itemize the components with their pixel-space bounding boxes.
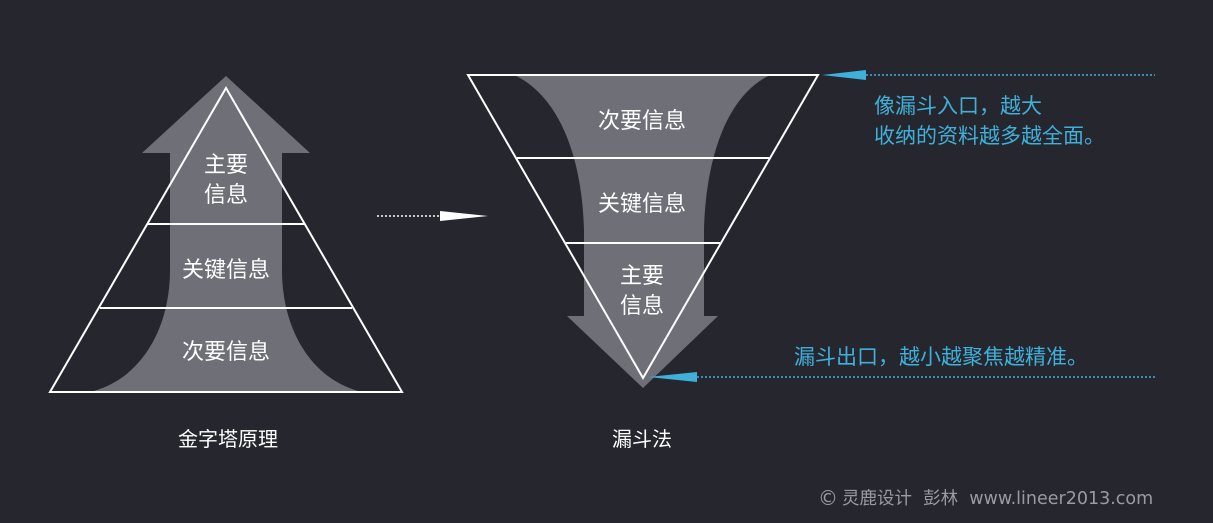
pyramid-caption: 金字塔原理: [178, 427, 278, 451]
exit-note: 漏斗出口，越小越聚焦越精准。: [794, 345, 1088, 369]
entrance-note-line1: 像漏斗入口，越大: [874, 94, 1042, 118]
pyramid-level-secondary: 次要信息: [182, 340, 270, 365]
exit-pointer-icon: [648, 372, 697, 382]
copyright-text: 灵鹿设计 彭林 www.lineer2013.com: [842, 489, 1153, 509]
copyright-footer: © 灵鹿设计 彭林 www.lineer2013.com: [818, 486, 1153, 510]
entrance-note-line2: 收纳的资料越多越全面。: [874, 124, 1105, 148]
copyright-symbol-icon: ©: [818, 486, 838, 510]
funnel-level-secondary: 次要信息: [598, 109, 686, 134]
pyramid-level-primary-line2: 信息: [204, 183, 248, 208]
pyramid-level-primary-line1: 主要: [204, 153, 248, 178]
entrance-pointer-icon: [822, 70, 866, 80]
pyramid-level-key: 关键信息: [182, 258, 270, 283]
entrance-annotation: 像漏斗入口，越大 收纳的资料越多越全面。: [822, 70, 1155, 148]
funnel-level-primary-line2: 信息: [620, 294, 664, 319]
transition-arrowhead-icon: [440, 211, 488, 221]
pyramid-outline: [48, 86, 404, 393]
pyramid-up-arrow-icon: [90, 76, 362, 392]
transition-arrow: [377, 211, 488, 221]
funnel-level-primary-line1: 主要: [620, 264, 664, 289]
funnel-caption: 漏斗法: [612, 427, 672, 451]
funnel-outline: [466, 74, 820, 380]
funnel-diagram: 次要信息 关键信息 主要 信息 漏斗法: [466, 74, 820, 451]
exit-annotation: 漏斗出口，越小越聚焦越精准。: [648, 345, 1155, 382]
funnel-level-key: 关键信息: [598, 192, 686, 217]
funnel-down-arrow-icon: [514, 75, 770, 388]
pyramid-diagram: 主要 信息 关键信息 次要信息 金字塔原理: [48, 76, 404, 451]
